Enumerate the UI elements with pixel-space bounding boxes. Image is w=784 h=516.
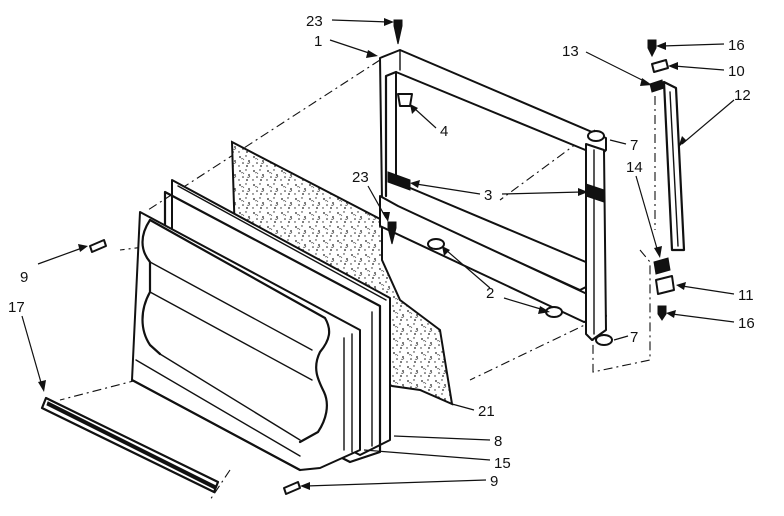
callout-1: 1 [314, 33, 322, 50]
leader-lines [21, 18, 735, 490]
callout-4: 4 [440, 123, 448, 140]
callout-13: 13 [562, 43, 579, 60]
callout-23-mid: 23 [352, 169, 369, 186]
callout-8: 8 [494, 433, 502, 450]
callout-15: 15 [494, 455, 511, 472]
callout-10: 10 [728, 63, 745, 80]
door-frame-part [379, 49, 607, 341]
callout-9-left: 9 [20, 269, 28, 286]
callout-16-bottom: 16 [738, 315, 755, 332]
callout-7-top: 7 [630, 137, 638, 154]
callout-2: 2 [486, 285, 494, 302]
door-trim-part [40, 396, 220, 494]
callout-12: 12 [734, 87, 751, 104]
callout-11: 11 [738, 287, 754, 304]
outer-door-part [130, 211, 361, 472]
callout-21: 21 [478, 403, 495, 420]
callout-14: 14 [626, 159, 643, 176]
callout-16-top: 16 [728, 37, 745, 54]
small-hardware-parts [89, 19, 686, 495]
callout-labels: 23 1 4 23 3 2 7 7 13 16 10 12 14 11 16 9… [8, 13, 755, 490]
callout-7-bottom: 7 [630, 329, 638, 346]
callout-17: 17 [8, 299, 25, 316]
callout-9-bottom: 9 [490, 473, 498, 490]
callout-3: 3 [484, 187, 492, 204]
callout-23-top: 23 [306, 13, 323, 30]
